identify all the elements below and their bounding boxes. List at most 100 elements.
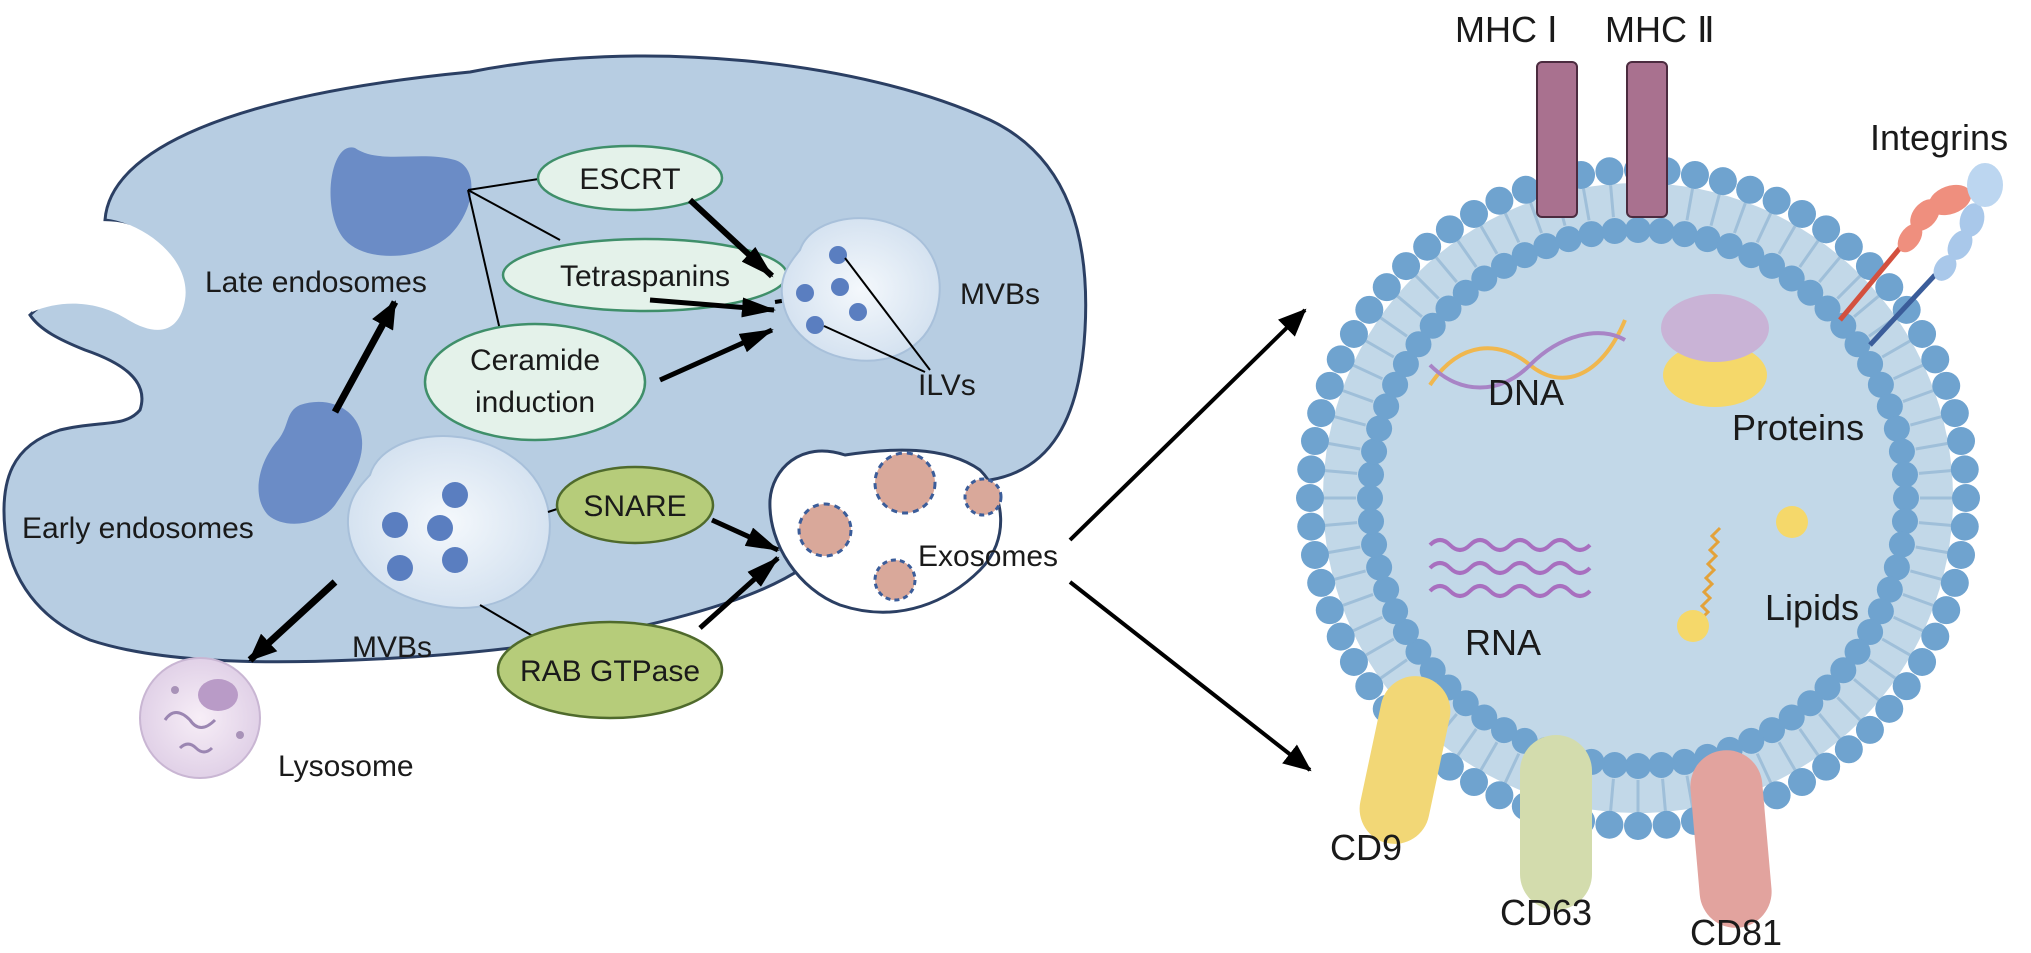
- lipid-head: [1875, 273, 1904, 302]
- lipid-head: [1435, 752, 1464, 781]
- lipid-head: [1578, 221, 1605, 248]
- lipid-head: [1812, 752, 1841, 781]
- lipid-head: [1307, 568, 1336, 597]
- exosome-pocket: [768, 448, 1003, 614]
- lipid-head: [1671, 221, 1698, 248]
- lipids-label: Lipids: [1765, 587, 1859, 628]
- lipid-head: [1419, 312, 1446, 339]
- lipid-head: [1797, 279, 1824, 306]
- lipid-tail: [1414, 274, 1440, 300]
- dna-icon: [1428, 319, 1627, 390]
- lipid-head: [1435, 215, 1464, 244]
- lipid-head: [1671, 748, 1698, 775]
- cd81-label: CD81: [1690, 912, 1782, 953]
- lipid-tail: [1733, 202, 1747, 234]
- cd9-label: CD9: [1330, 827, 1402, 868]
- lipid-tail: [1379, 316, 1408, 338]
- lipid-tail: [1456, 239, 1478, 268]
- lipid-tail: [1685, 188, 1695, 221]
- lipid-head: [1435, 295, 1462, 322]
- lipid-head: [1888, 531, 1915, 558]
- lipid-tail: [1915, 545, 1948, 555]
- lipid-head: [1297, 455, 1326, 484]
- lipid-head: [1921, 345, 1950, 374]
- lipid-head: [1812, 215, 1841, 244]
- ceramide-label-2: induction: [475, 386, 595, 419]
- lipid-tail: [1818, 713, 1841, 740]
- lipid-head: [1950, 512, 1979, 541]
- lipid-head: [1511, 242, 1538, 269]
- lipid-head: [1300, 540, 1329, 569]
- lipid-head: [1355, 672, 1384, 701]
- tetraspanins-label: Tetraspanins: [560, 260, 730, 293]
- lipid-head: [1891, 508, 1918, 535]
- lipid-head: [1648, 751, 1675, 778]
- late-endosomes-label: Late endosomes: [205, 266, 427, 299]
- lipid-head: [1908, 648, 1937, 676]
- lipid-head: [1595, 157, 1624, 186]
- lipid-head: [1888, 438, 1915, 465]
- lipid-tail: [1853, 295, 1880, 318]
- lipid-head: [1595, 810, 1624, 839]
- lipid-head: [1680, 160, 1709, 189]
- lipid-head: [1366, 415, 1393, 442]
- mhc2-label: MHC Ⅱ: [1605, 9, 1715, 50]
- lipid-head: [1834, 232, 1863, 261]
- mhc1-protein: [1536, 61, 1578, 218]
- proteins-icon: [1661, 294, 1769, 407]
- lipid-head: [1834, 735, 1863, 764]
- integrins-protein: [1838, 163, 2003, 347]
- cd63-label: CD63: [1500, 892, 1592, 933]
- lipid-tail: [1836, 274, 1862, 300]
- lipid-tail: [1709, 194, 1721, 226]
- lipid-head: [1357, 485, 1383, 511]
- lipid-head: [1892, 672, 1921, 701]
- lipid-tail: [1479, 741, 1499, 771]
- lipid-tail: [1503, 212, 1521, 244]
- lipid-tail: [1365, 339, 1395, 359]
- lipid-head: [1867, 371, 1894, 398]
- lipid-tail: [1529, 202, 1543, 234]
- lipid-head: [1738, 727, 1765, 754]
- lipid-head: [1361, 438, 1388, 465]
- lipid-head: [1601, 751, 1628, 778]
- lipid-tail: [1892, 363, 1924, 381]
- lipid-head: [1511, 175, 1540, 204]
- lipid-head: [1830, 312, 1857, 339]
- lipid-head: [1373, 576, 1400, 603]
- lipid-head: [1339, 648, 1368, 676]
- arrow-to-exosome-top: [1068, 308, 1307, 542]
- mvb-to-lysosome-arrow: [247, 579, 338, 663]
- lipid-tail: [1342, 593, 1374, 607]
- lipid-head: [1950, 455, 1979, 484]
- lipid-head: [1366, 554, 1393, 581]
- lipid-tail: [1396, 295, 1423, 318]
- lipid-head: [1392, 619, 1419, 645]
- lipid-head: [1460, 768, 1488, 797]
- lipid-tail: [1910, 415, 1942, 427]
- lipid-head: [1652, 810, 1681, 839]
- rna-icon: [1428, 538, 1592, 598]
- cd9-protein: [1359, 676, 1451, 844]
- ilvs-connectors: [823, 257, 931, 373]
- lipid-tail: [1379, 658, 1408, 680]
- lipid-head: [1940, 568, 1969, 597]
- lipid-head: [1932, 371, 1961, 400]
- mhc1-label: MHC Ⅰ: [1455, 9, 1558, 50]
- rab-arrow: [698, 556, 780, 630]
- lipid-head: [1625, 753, 1651, 779]
- lipid-tail: [1435, 256, 1458, 283]
- lipid-head: [1326, 622, 1355, 651]
- exosomes-label: Exosomes: [918, 540, 1058, 573]
- mvb-top: [780, 217, 941, 362]
- lipid-tail: [1918, 521, 1951, 527]
- lipid-tail: [1334, 415, 1366, 427]
- lipid-tail: [1479, 225, 1499, 255]
- lipid-head: [1315, 371, 1344, 400]
- lipid-tail: [1798, 728, 1820, 757]
- lipid-tail: [1609, 778, 1615, 811]
- lipid-tail: [1581, 188, 1591, 221]
- escrt-arrow: [687, 197, 775, 279]
- lipid-tail: [1881, 637, 1911, 657]
- lipid-head: [1471, 265, 1498, 292]
